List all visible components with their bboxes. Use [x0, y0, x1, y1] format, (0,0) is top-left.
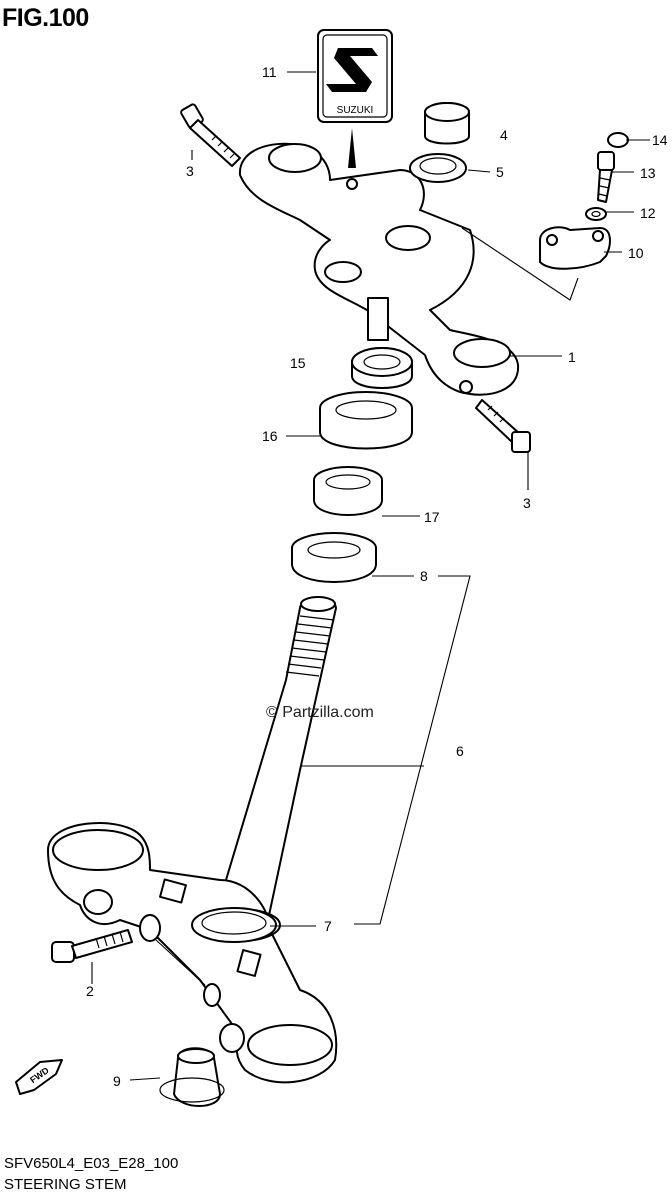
bolt-13[interactable]	[597, 151, 615, 203]
forward-direction-badge: FWD	[15, 1059, 63, 1095]
callout-3-upper: 3	[186, 163, 194, 179]
bracket-line-6	[354, 575, 471, 925]
bolt-3-lower[interactable]	[475, 399, 531, 453]
washer-5[interactable]	[409, 153, 467, 183]
bearing-race-8[interactable]	[291, 532, 377, 583]
cap-4[interactable]	[424, 102, 470, 145]
callout-7: 7	[324, 918, 332, 934]
callout-10: 10	[628, 245, 644, 261]
emblem-arrow	[348, 128, 356, 168]
callout-14: 14	[652, 132, 668, 148]
upper-bracket[interactable]	[238, 142, 520, 396]
nut-15[interactable]	[351, 347, 413, 389]
emblem-text: SUZUKI	[337, 105, 374, 116]
callout-15: 15	[290, 355, 306, 371]
callout-8: 8	[420, 568, 428, 584]
callout-12: 12	[640, 205, 656, 221]
callout-1: 1	[568, 349, 576, 365]
leader-9	[129, 1077, 161, 1081]
callout-9: 9	[113, 1073, 121, 1089]
dust-seal-16[interactable]	[319, 391, 413, 450]
washer-12[interactable]	[585, 207, 607, 221]
washer-right	[203, 983, 221, 1007]
footer-title: STEERING STEM	[4, 1176, 127, 1193]
footer-code: SFV650L4_E03_E28_100	[4, 1155, 179, 1172]
steering-stem-6[interactable]	[213, 596, 337, 921]
watermark-text: Partzilla.com	[282, 704, 374, 721]
copyright-icon: ©	[266, 704, 278, 721]
bearing-17[interactable]	[313, 466, 383, 516]
callout-3-lower: 3	[523, 495, 531, 511]
callout-16: 16	[262, 428, 278, 444]
callout-17: 17	[424, 509, 440, 525]
seal-7[interactable]	[191, 907, 277, 943]
washer-left	[139, 914, 161, 942]
suzuki-emblem[interactable]: SUZUKI	[317, 29, 393, 123]
callout-4: 4	[500, 127, 508, 143]
watermark: © Partzilla.com	[266, 704, 374, 722]
bolt-3-upper[interactable]	[180, 103, 241, 167]
cap-14[interactable]	[607, 132, 629, 148]
figure-title: FIG.100	[2, 4, 89, 32]
handlebar-clamp-10[interactable]	[539, 226, 611, 270]
callout-2: 2	[86, 983, 94, 999]
callout-11: 11	[262, 64, 277, 80]
cap-9[interactable]	[159, 1047, 225, 1107]
callout-6: 6	[456, 743, 464, 759]
bolt-2[interactable]	[51, 929, 133, 963]
callout-13: 13	[640, 165, 656, 181]
leader-5	[467, 169, 491, 173]
callout-5: 5	[496, 164, 504, 180]
